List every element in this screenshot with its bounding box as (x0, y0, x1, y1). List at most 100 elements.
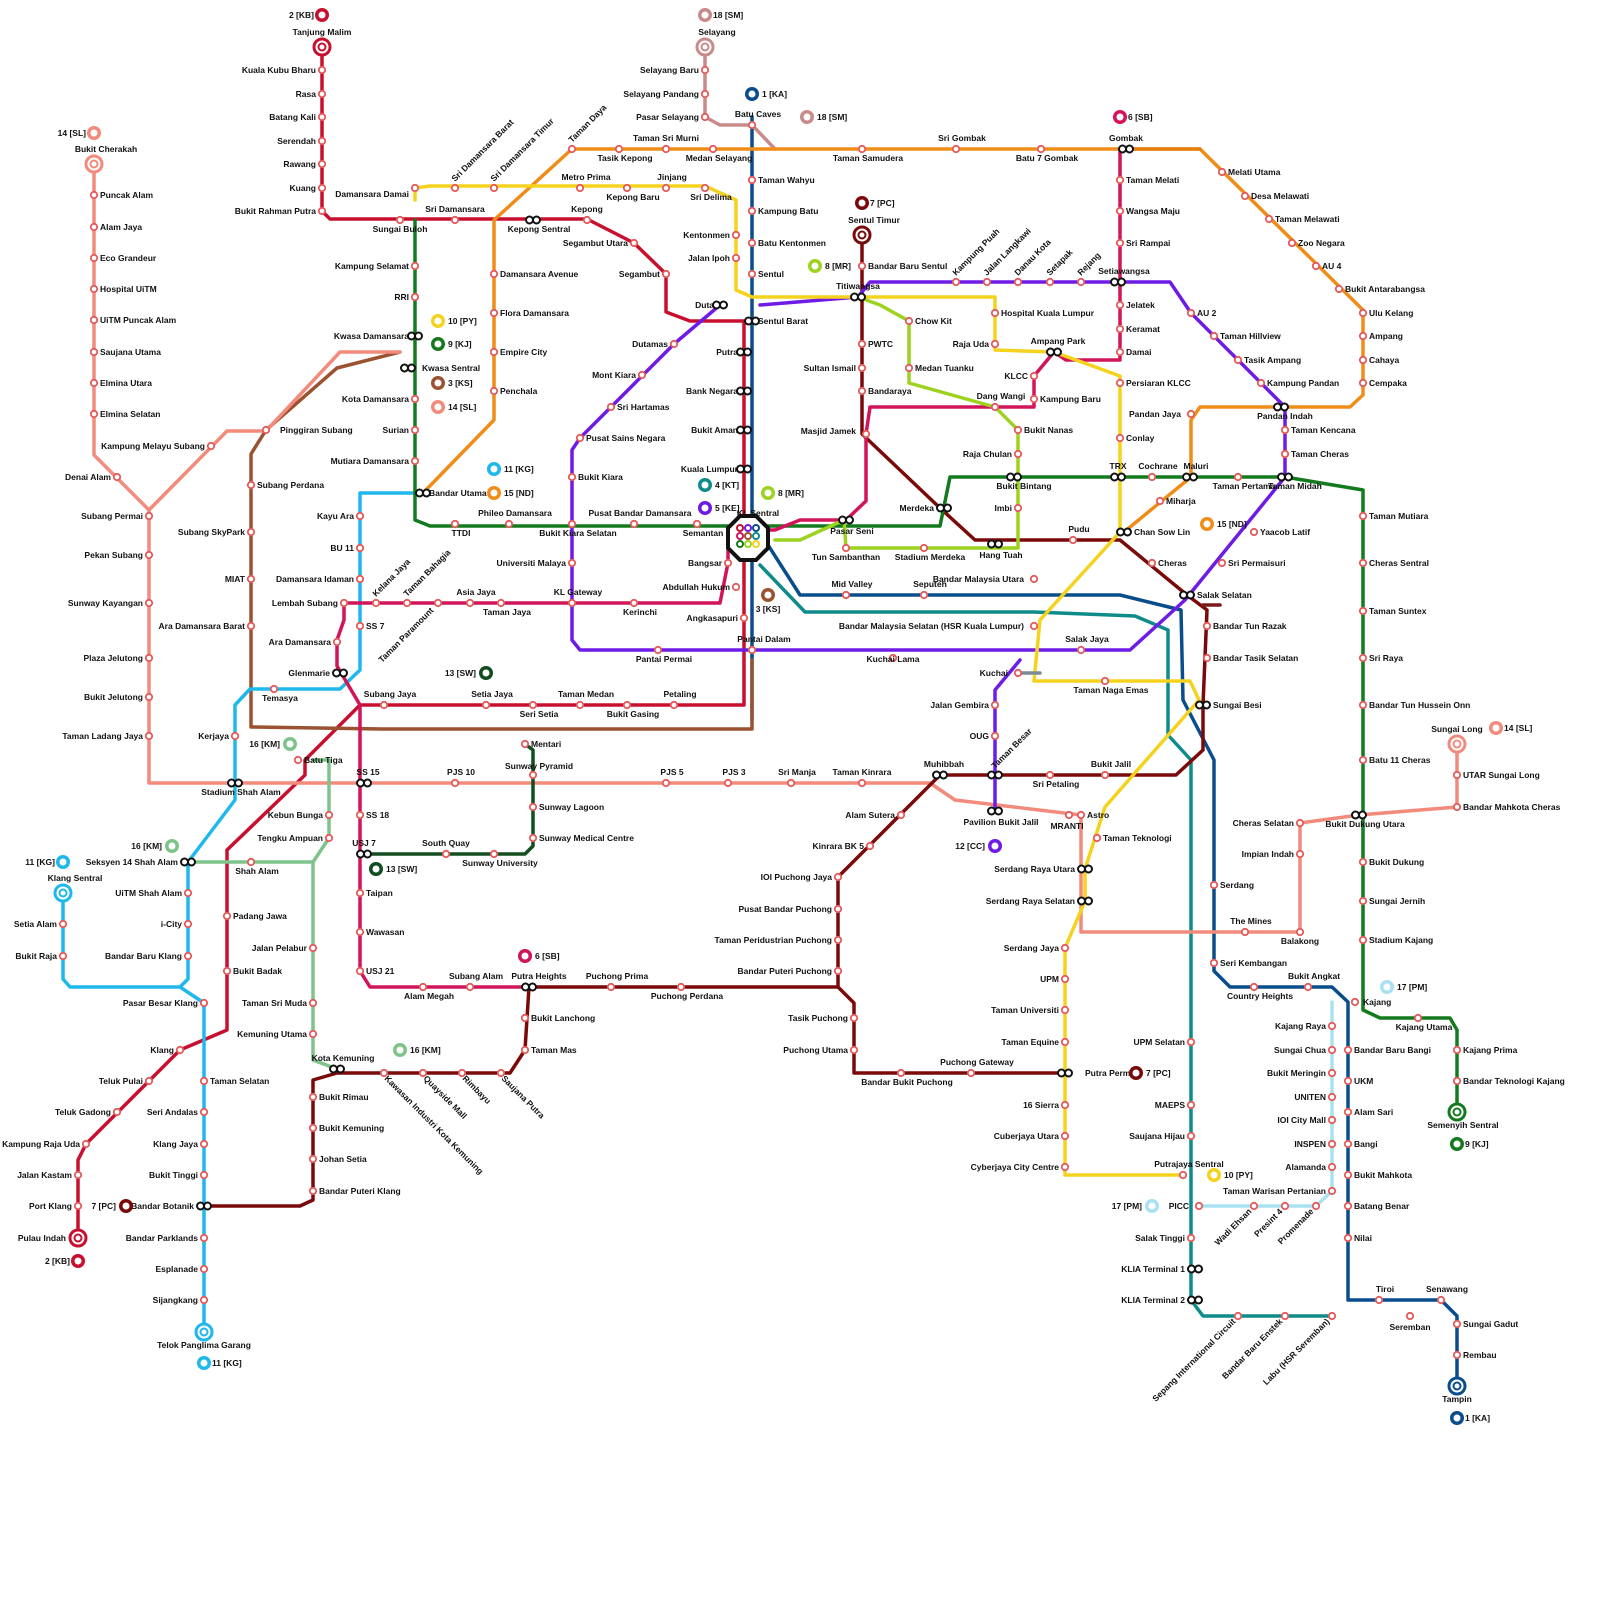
station-the-mines[interactable] (1240, 927, 1250, 937)
station-bandar-parklands[interactable] (199, 1233, 209, 1243)
station-kl-gateway[interactable] (567, 598, 577, 608)
station-semantan[interactable] (692, 519, 702, 529)
station-picc[interactable] (1194, 1201, 1204, 1211)
line-badge-kb[interactable]: 2 [KB] (289, 8, 329, 22)
station-pudu[interactable] (1068, 535, 1078, 545)
station-batu-11-cheras[interactable] (1358, 755, 1368, 765)
station-salak-tinggi[interactable] (1186, 1233, 1196, 1243)
station-danau-kota[interactable] (1013, 277, 1023, 287)
station-kuchai-lama[interactable] (888, 653, 898, 663)
station-setiawangsa[interactable] (1110, 277, 1126, 287)
station-kuchai[interactable] (1013, 668, 1023, 678)
station-alam-sutera[interactable] (896, 810, 906, 820)
station-wawasan[interactable] (355, 927, 365, 937)
station-sunway-kayangan[interactable] (144, 598, 154, 608)
station-sungai-buloh[interactable] (395, 215, 405, 225)
station-sri-raya[interactable] (1358, 653, 1368, 663)
line-badge-mr[interactable]: 8 [MR] (761, 486, 804, 500)
line-badge-sl[interactable]: 14 [SL] (58, 126, 101, 140)
line-badge-kg[interactable]: 11 [KG] (25, 855, 70, 869)
station-kuala-lumpur[interactable] (736, 464, 752, 474)
station-bukit-kemuning[interactable] (308, 1123, 318, 1133)
station-senawang[interactable] (1436, 1295, 1446, 1305)
line-badge-sb[interactable]: 6 [SB] (1113, 110, 1153, 124)
station-salak-selatan[interactable] (1179, 590, 1195, 600)
station-kepong-baru[interactable] (622, 183, 632, 193)
station-rembau[interactable] (1452, 1350, 1462, 1360)
station-taman-melati[interactable] (1115, 175, 1125, 185)
station-bandar-baru-klang[interactable] (183, 951, 193, 961)
line-badge-sw[interactable]: 13 [SW] (445, 666, 493, 680)
station-sepang-international-circuit[interactable] (1233, 1311, 1243, 1321)
station-taman-hillview[interactable] (1209, 331, 1219, 341)
line-badge-pc[interactable]: 7 [PC] (1129, 1066, 1171, 1080)
station-segambut-utara[interactable] (629, 238, 639, 248)
station-kerjaya[interactable] (230, 731, 240, 741)
station-maeps[interactable] (1186, 1100, 1196, 1110)
station-setia-jaya[interactable] (481, 700, 491, 710)
station-conlay[interactable] (1115, 433, 1125, 443)
station-duta[interactable] (712, 300, 728, 310)
station-usj-21[interactable] (355, 966, 365, 976)
station-eco-grandeur[interactable] (89, 253, 99, 263)
station-taman-selatan[interactable] (199, 1076, 209, 1086)
station-upm[interactable] (1060, 974, 1070, 984)
line-badge-sb[interactable]: 6 [SB] (518, 949, 560, 963)
station-jalan-gembira[interactable] (990, 700, 1000, 710)
station-bandar-tun-hussein-onn[interactable] (1358, 700, 1368, 710)
station-bukit-bintang[interactable] (1006, 472, 1022, 482)
station-shah-alam[interactable] (246, 857, 256, 867)
station-tengku-ampuan[interactable] (324, 833, 334, 843)
station-raja-uda[interactable] (990, 339, 1000, 349)
station-bandar-bukit-puchong[interactable] (896, 1068, 906, 1078)
station-damansara-damai[interactable] (410, 183, 420, 193)
station-setapak[interactable] (1045, 277, 1055, 287)
station-chow-kit[interactable] (904, 316, 914, 326)
station-damansara-idaman[interactable] (355, 574, 365, 584)
station-esplanade[interactable] (199, 1264, 209, 1274)
station-plaza-jelutong[interactable] (144, 653, 154, 663)
station-abdullah-hukum[interactable] (731, 582, 741, 592)
station-selayang-baru[interactable] (700, 65, 710, 75)
station-sunway-university[interactable] (489, 849, 499, 859)
station-taman-equine[interactable] (1060, 1037, 1070, 1047)
station-bandar-baru-sentul[interactable] (857, 261, 867, 271)
station-bandar-puteri-puchong[interactable] (833, 966, 843, 976)
station-tun-sambanthan[interactable] (841, 543, 851, 553)
station-sri-gombak[interactable] (951, 144, 961, 154)
station-kebun-bunga[interactable] (324, 810, 334, 820)
station-cyberjaya-city-centre[interactable] (1060, 1162, 1070, 1172)
station-taman-peridustrian-puchong[interactable] (833, 935, 843, 945)
station-bank-negara[interactable] (736, 386, 752, 396)
station-pjs-10[interactable] (450, 778, 460, 788)
station-damai[interactable] (1115, 347, 1125, 357)
station-miharja[interactable] (1155, 496, 1165, 506)
station-teluk-pulai[interactable] (144, 1076, 154, 1086)
station-taman-samudera[interactable] (857, 144, 867, 154)
station-klang-jaya[interactable] (199, 1139, 209, 1149)
station-taman-melawati[interactable] (1264, 214, 1274, 224)
station-kota-kemuning[interactable] (329, 1064, 345, 1074)
line-badge-kg[interactable]: 11 [KG] (197, 1356, 242, 1370)
station-subang-skypark[interactable] (246, 527, 256, 537)
station-elmina-selatan[interactable] (89, 409, 99, 419)
station-oug[interactable] (990, 731, 1000, 741)
station-angkasapuri[interactable] (739, 613, 749, 623)
station-bangi[interactable] (1343, 1139, 1353, 1149)
station-klia-terminal-2[interactable] (1187, 1295, 1203, 1305)
station-denai-alam[interactable] (112, 472, 122, 482)
station-taman-cheras[interactable] (1280, 449, 1290, 459)
station-sungai-long[interactable] (1447, 734, 1467, 754)
station-astro[interactable] (1076, 810, 1086, 820)
station-cheras-sentral[interactable] (1358, 558, 1368, 568)
station-teluk-gadong[interactable] (112, 1107, 122, 1117)
station-telok-panglima-garang[interactable] (194, 1322, 214, 1342)
station-taman-warisan-pertanian[interactable] (1327, 1186, 1337, 1196)
station-damansara-avenue[interactable] (489, 269, 499, 279)
station-balakong[interactable] (1295, 927, 1305, 937)
station-klang[interactable] (175, 1045, 185, 1055)
station-port-klang[interactable] (73, 1201, 83, 1211)
station-kayu-ara[interactable] (355, 511, 365, 521)
station-flora-damansara[interactable] (489, 308, 499, 318)
station-jalan-langkawi[interactable] (982, 277, 992, 287)
